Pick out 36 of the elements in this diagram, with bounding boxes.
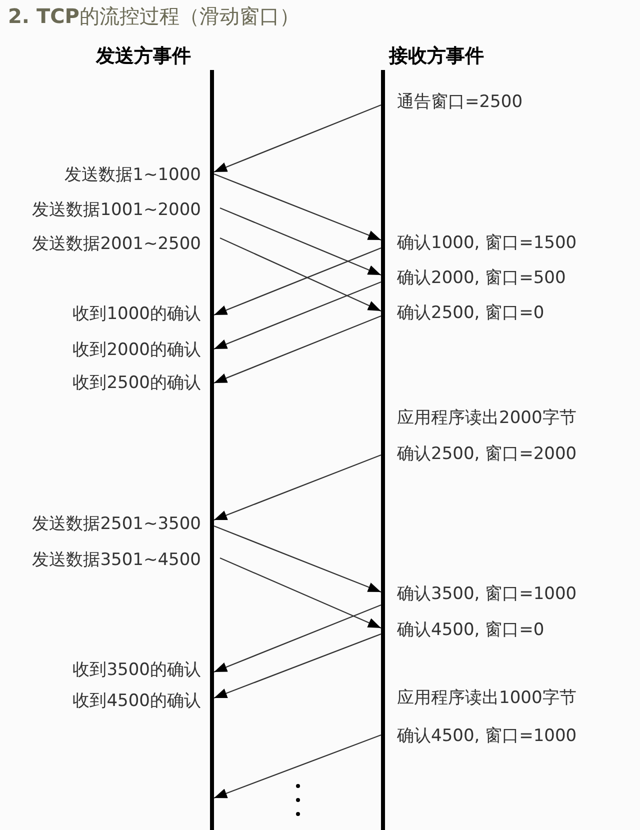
event-label: 应用程序读出2000字节: [385, 406, 576, 430]
arrow: [220, 207, 382, 276]
event-label: 确认4500, 窗口=1000: [385, 724, 577, 748]
event-label: 确认2000, 窗口=500: [385, 266, 566, 290]
event-label: 收到1000的确认: [72, 302, 210, 326]
event-label: 确认2500, 窗口=0: [385, 301, 544, 325]
event-label: 发送数据1001~2000: [32, 198, 210, 222]
event-label: 通告窗口=2500: [385, 90, 523, 114]
arrow: [214, 633, 382, 699]
event-label: 收到2000的确认: [72, 338, 210, 362]
arrow: [214, 104, 382, 173]
event-label: 确认4500, 窗口=0: [385, 618, 544, 642]
column-heading: 发送方事件: [96, 44, 191, 69]
arrow: [214, 604, 382, 673]
event-label: 收到3500的确认: [72, 658, 210, 682]
arrow: [214, 734, 382, 799]
event-label: 应用程序读出1000字节: [385, 686, 576, 710]
arrow: [220, 557, 382, 629]
event-label: 发送数据2501~3500: [32, 512, 210, 536]
arrow: [214, 247, 382, 316]
event-label: 确认3500, 窗口=1000: [385, 582, 577, 606]
title: 2. TCP的流控过程（滑动窗口）: [8, 3, 300, 30]
event-label: 收到4500的确认: [72, 689, 210, 713]
event-label: 发送数据2001~2500: [32, 232, 210, 256]
event-label: 发送数据1~1000: [64, 163, 210, 187]
arrow: [214, 281, 382, 350]
arrow: [214, 173, 382, 241]
event-label: 确认1000, 窗口=1500: [385, 231, 577, 255]
event-label: 确认2500, 窗口=2000: [385, 442, 577, 466]
arrow: [220, 237, 382, 312]
arrow: [214, 315, 382, 384]
event-label: 发送数据3501~4500: [32, 548, 210, 572]
arrow: [214, 525, 382, 593]
event-label: 收到2500的确认: [72, 371, 210, 395]
column-heading: 接收方事件: [389, 44, 484, 69]
arrow: [214, 454, 382, 521]
